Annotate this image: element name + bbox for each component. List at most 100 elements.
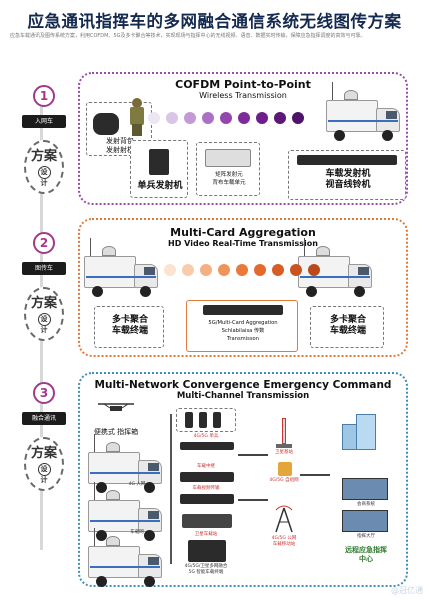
panel-cofdm: COFDM Point-to-Point Wireless Transmissi… <box>78 72 408 205</box>
rack-device-icon <box>180 442 234 450</box>
vehicle-icon <box>88 536 164 588</box>
receiver-box: 矩阵发射元 背布车载单元 <box>196 142 260 196</box>
signal-dot <box>290 264 302 276</box>
panel-title: Multi-Card Aggregation <box>80 226 406 239</box>
step-1: 1 入网车 方案 设计 <box>22 85 66 194</box>
step-tag: 融合通讯 <box>22 412 66 425</box>
panel-multicard: Multi-Card Aggregation HD Video Real-Tim… <box>78 218 408 357</box>
left-terminal-label: 多卡聚合 车载终端 <box>95 315 165 337</box>
signal-dot <box>236 264 248 276</box>
net-label: 车载视频传输 <box>176 486 236 492</box>
radio-icon <box>185 412 193 428</box>
vehicle-transmitter-icon <box>297 155 397 165</box>
signal-dot <box>308 264 320 276</box>
vehicle-left-icon <box>84 246 160 298</box>
signal-dot <box>256 112 268 124</box>
cell-tower-icon <box>270 504 298 534</box>
plan-text: 方案 <box>31 446 57 461</box>
left-terminal-box: 多卡聚合 车载终端 <box>94 306 164 348</box>
radio-icon <box>213 412 221 428</box>
aggregation-device-label: 5G/Multi-Card Aggregation Schlabilaisa 传… <box>187 319 299 343</box>
signal-dot <box>148 112 160 124</box>
plan-badge: 方案 设计 <box>24 287 64 341</box>
room-label: 会商系统 <box>340 502 392 508</box>
signal-dot <box>202 112 214 124</box>
receiver-unit-icon <box>205 149 251 167</box>
command-box-label: 便携式 指挥箱 <box>86 428 146 437</box>
satellite-tower-icon <box>276 418 292 448</box>
signal-dots <box>164 264 320 276</box>
right-terminal-label: 多卡聚合 车载终端 <box>311 315 385 337</box>
command-center-icon <box>342 414 380 450</box>
tower-label: 卫星基站 <box>262 450 306 456</box>
step-number: 2 <box>33 232 55 254</box>
plan-text: 方案 <box>31 149 57 164</box>
page-title: 应急通讯指挥车的多网融合通信系统无线图传方案 <box>10 8 419 32</box>
rack-device-icon <box>180 472 234 482</box>
net-label: 4G 入网 <box>122 482 152 488</box>
vehicle-transmitter-box: 车载发射机 视音线铃机 <box>288 150 406 200</box>
step-number: 1 <box>33 85 55 107</box>
aggregation-device-box: 5G/Multi-Card Aggregation Schlabilaisa 传… <box>186 300 298 352</box>
right-terminal-box: 多卡聚合 车载终端 <box>310 306 384 348</box>
intro-text: 应急车载通讯及图传系统方案，利用COFDM、5G及多卡聚合等技术，实现现场与指挥… <box>10 32 420 40</box>
signal-dot <box>254 264 266 276</box>
step-2: 2 图传车 方案 设计 <box>22 232 66 341</box>
plan-sub: 设计 <box>38 313 51 326</box>
command-vehicle-icon <box>326 90 402 142</box>
step-tag: 入网车 <box>22 115 66 128</box>
plan-badge: 方案 设计 <box>24 140 64 194</box>
net-label: 车载网 <box>122 530 152 536</box>
watermark: @冠亿通 <box>391 585 423 596</box>
manpack-box: 单兵发射机 <box>130 140 188 198</box>
signal-dot <box>200 264 212 276</box>
step-3: 3 融合通讯 方案 设计 <box>22 382 66 491</box>
signal-dot <box>292 112 304 124</box>
net-label: 卫星车载站 <box>176 532 236 538</box>
signal-dot <box>272 264 284 276</box>
radio-icon <box>199 412 207 428</box>
signal-dot <box>166 112 178 124</box>
aggregation-device-icon <box>203 305 283 315</box>
receiver-label: 矩阵发射元 背布车载单元 <box>199 171 259 187</box>
rack-device-icon <box>180 494 234 504</box>
radio-box <box>176 408 236 432</box>
connector-line <box>170 414 172 564</box>
vehicle-transmitter-label: 车载发射机 视音线铃机 <box>289 169 407 191</box>
signal-dot <box>220 112 232 124</box>
net-label: 4G/5G 自组网 <box>262 478 306 484</box>
manpack-transmitter-icon <box>149 149 169 175</box>
panel-title: Multi-Network Convergence Emergency Comm… <box>80 379 406 391</box>
plan-sub: 设计 <box>38 463 51 476</box>
server-icon <box>188 540 226 562</box>
router-icon <box>278 462 292 476</box>
step-tag: 图传车 <box>22 262 66 275</box>
room-label: 指挥大厅 <box>340 534 392 540</box>
command-hall-image <box>342 510 388 532</box>
signal-dot <box>164 264 176 276</box>
backpack-icon <box>93 113 119 135</box>
meeting-room-image <box>342 478 388 500</box>
signal-dots <box>148 112 304 124</box>
command-center-label: 远程应急指挥 中心 <box>330 546 402 564</box>
device-label: 4G/5G/卫星多网融合 5G 智能车载终端 <box>174 564 238 576</box>
drone-icon <box>96 400 136 416</box>
connector-line <box>300 474 330 476</box>
net-label: 4G/5G 单兵 <box>176 434 236 440</box>
base-station-label: 4G/5G 公网 车载移动站 <box>260 536 308 548</box>
soldier-icon <box>128 98 146 138</box>
connector-line <box>238 499 268 501</box>
plan-badge: 方案 设计 <box>24 437 64 491</box>
signal-dot <box>184 112 196 124</box>
net-label: 车载中继 <box>176 464 236 470</box>
step-number: 3 <box>33 382 55 404</box>
signal-dot <box>238 112 250 124</box>
monitor-wall-icon <box>182 514 232 528</box>
plan-text: 方案 <box>31 296 57 311</box>
signal-dot <box>182 264 194 276</box>
panel-convergence: Multi-Network Convergence Emergency Comm… <box>78 372 408 587</box>
manpack-label: 单兵发射机 <box>131 181 189 192</box>
signal-dot <box>218 264 230 276</box>
plan-sub: 设计 <box>38 166 51 179</box>
signal-dot <box>274 112 286 124</box>
